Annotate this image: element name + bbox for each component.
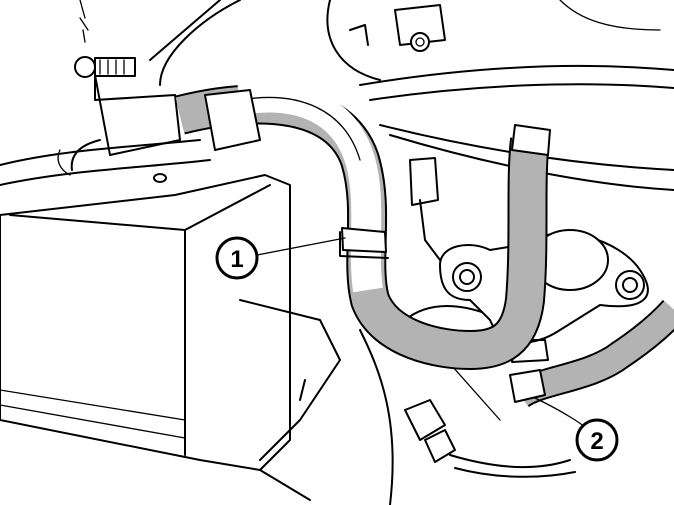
callout-1-number: 1 xyxy=(230,246,243,273)
sensor-connector xyxy=(404,399,576,478)
callout-2-circle xyxy=(575,418,619,462)
background-lines xyxy=(0,0,674,191)
top-bracket xyxy=(349,4,446,52)
battery xyxy=(0,56,291,471)
hose-clamp xyxy=(339,227,389,259)
clip xyxy=(409,157,441,261)
callout-2: 2 xyxy=(575,418,619,462)
upper-clamp xyxy=(204,89,551,156)
callout-1: 1 xyxy=(215,236,259,280)
callout-2-number: 2 xyxy=(590,428,603,455)
hose-outlet xyxy=(509,299,674,408)
callout-1-circle xyxy=(215,236,259,280)
